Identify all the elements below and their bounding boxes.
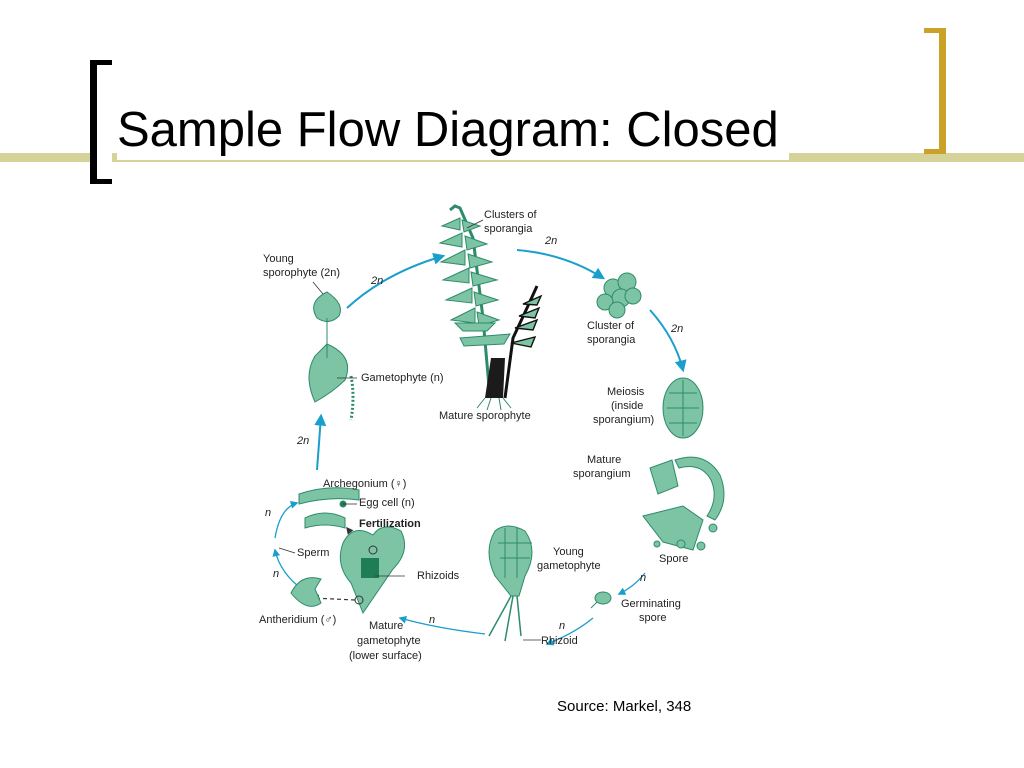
right-bracket-decoration [924,28,946,154]
diagram-label: sporangium [573,468,630,480]
diagram-label: Germinating [621,598,681,610]
diagram-label: 2n [544,235,557,247]
diagram-label: n [265,507,271,519]
diagram-label: Rhizoid [541,635,578,647]
fern-life-cycle-diagram: Clusters of sporangia 2n Young sporophyt… [259,204,725,662]
arrow-to-young-sporophyte [314,413,327,471]
diagram-label: sporangium) [593,414,654,426]
arrow-mature-to-cluster [516,249,606,280]
diagram-label: n [559,620,565,632]
diagram-labels: Clusters of sporangia 2n Young sporophyt… [259,209,688,662]
arrow-spore-to-germinating [617,572,646,595]
source-citation: Source: Markel, 348 [557,698,692,715]
diagram-label: 2n [670,323,683,335]
archegonium-illustration [298,487,360,529]
mature-sporangium-illustration [642,456,725,551]
diagram-label: Antheridium (♂) [259,614,336,626]
arrow-germinating-to-young-gametophyte [545,617,594,646]
diagram-label: gametophyte [357,635,421,647]
diagram-label: Fertilization [359,518,421,530]
arrow-young-gametophyte-to-mature [398,615,486,635]
meiosis-sporangium-illustration [662,377,704,439]
diagram-label: Spore [659,553,688,565]
diagram-label: Mature sporophyte [439,410,531,422]
diagram-label: gametophyte [537,560,601,572]
diagram-label: Meiosis [607,386,645,398]
diagram-label: (inside [611,400,643,412]
slide-title: Sample Flow Diagram: Closed [117,100,789,160]
diagram-label: Clusters of [484,209,538,221]
mature-sporophyte-illustration [438,204,543,411]
diagram-label: Archegonium (♀) [323,478,406,490]
diagram-label: sporangia [587,334,636,346]
diagram-label: Gametophyte (n) [361,372,444,384]
diagram-label: n [429,614,435,626]
diagram-label: n [640,572,646,584]
diagram-label: Mature [587,454,621,466]
label-young-sporophyte-2: sporophyte (2n) [263,267,340,279]
left-bracket-decoration [90,60,112,184]
diagram-label: Sperm [297,547,329,559]
fertilization-arrows [311,526,364,602]
diagram-label: Rhizoids [417,570,460,582]
diagram-label: Mature [369,620,403,632]
young-gametophyte-illustration [488,525,533,642]
cluster-of-sporangia-illustration [596,272,642,319]
cycle-arrows [272,249,687,646]
diagram-label: Young [553,546,584,558]
diagram-label: spore [639,612,667,624]
mature-gametophyte-illustration [339,526,406,615]
germinating-spore-illustration [590,591,612,609]
diagram-label: (lower surface) [349,650,422,662]
arrow-sperm-to-archegonium [274,501,299,539]
arrow-cluster-to-meiosis [649,309,687,373]
diagram-label: 2n [370,275,383,287]
diagram-label: Cluster of [587,320,635,332]
label-young-sporophyte-1: Young [263,253,294,265]
diagram-label: sporangia [484,223,533,235]
young-sporophyte-illustration [308,291,355,421]
leader-lines [278,219,541,641]
diagram-label: Egg cell (n) [359,497,415,509]
diagram-label: n [273,568,279,580]
diagram-label: 2n [296,435,309,447]
arrow-young-sporophyte-to-mature [346,252,446,309]
antheridium-illustration [290,577,322,607]
